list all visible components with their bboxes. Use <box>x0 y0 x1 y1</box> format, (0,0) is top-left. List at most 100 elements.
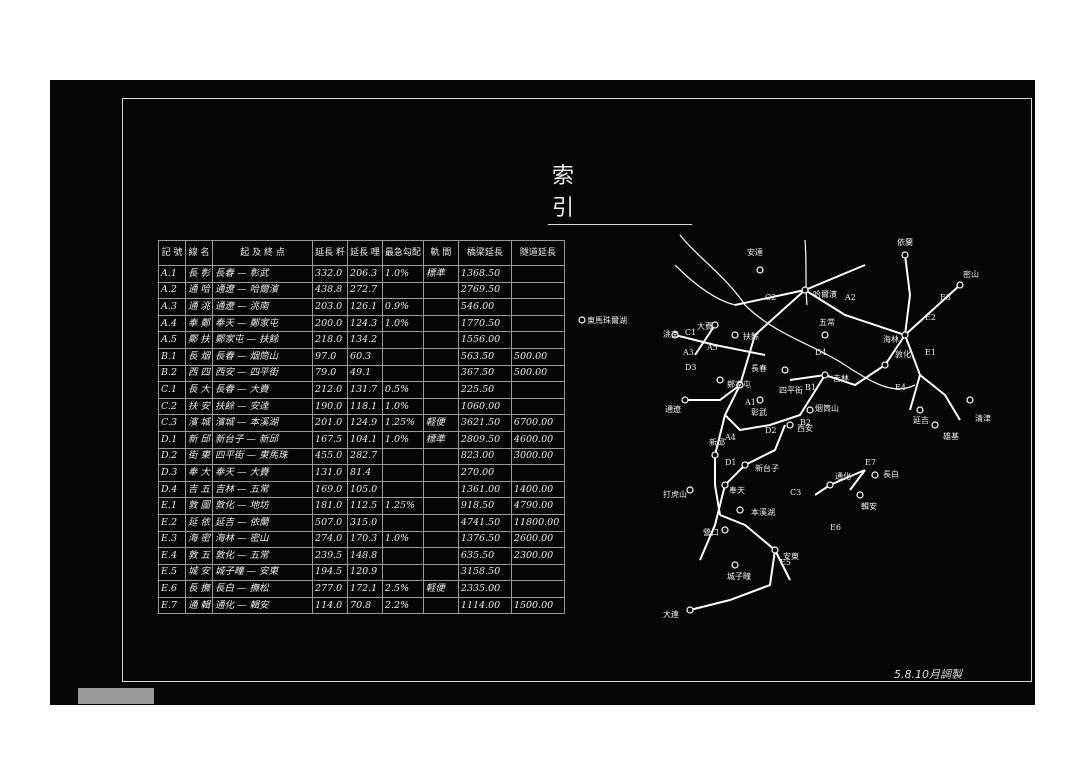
column-header: 軌 間 <box>422 240 459 266</box>
place-label: 扶餘 <box>743 331 759 341</box>
route-code-label: E7 <box>865 458 876 467</box>
table-cell: 扶 安 <box>184 397 214 416</box>
table-cell: 4600.00 <box>510 430 565 449</box>
table-cell <box>381 563 424 582</box>
table-cell: 敦化 — 五常 <box>212 547 314 565</box>
table-cell: 1361.00 <box>457 480 512 499</box>
table-cell: 鄭 扶 <box>184 331 214 349</box>
table-cell: 1400.00 <box>510 480 565 499</box>
route-code-label: D3 <box>685 363 697 372</box>
table-cell <box>422 530 459 549</box>
table-cell: 通 哈 <box>184 281 214 300</box>
route-code-label: C3 <box>790 488 801 497</box>
place-label: 長春 <box>751 363 767 373</box>
table-cell: E.4 <box>158 547 186 565</box>
place-label: 安東 <box>783 551 799 561</box>
table-cell: 6700.00 <box>510 414 565 432</box>
table-cell <box>422 314 459 333</box>
table-cell: 2769.50 <box>457 281 512 300</box>
table-cell: 通 輯 <box>184 596 214 615</box>
table-cell: 0.9% <box>381 298 424 316</box>
table-cell: 124.9 <box>347 414 383 432</box>
place-label: 敦化 <box>895 349 911 359</box>
place-label: 長白 <box>883 469 899 479</box>
table-cell: 70.8 <box>347 596 383 615</box>
table-cell: 延 依 <box>184 513 214 532</box>
table-cell: 奉 鄭 <box>184 314 214 333</box>
table-cell: 奉 大 <box>184 464 214 482</box>
place-label: 西安 <box>797 423 813 433</box>
table-cell <box>422 331 459 349</box>
table-cell: 367.50 <box>457 364 512 383</box>
place-label: 打虎山 <box>663 489 687 499</box>
map-rivers <box>674 234 916 390</box>
map-labels: 東馬珠爾湖安達哈爾濱依蘭密山洮南大賚扶餘五常海林鄭家屯四平街吉林敦化延吉通遼烟筒… <box>587 237 991 619</box>
table-cell: 長春 — 大賚 <box>212 381 314 399</box>
route-code-label: B2 <box>800 418 811 427</box>
route-code-label: B1 <box>805 383 816 392</box>
table-cell <box>510 265 565 283</box>
table-cell: 3000.00 <box>510 447 565 466</box>
place-label: 東馬珠爾湖 <box>587 315 627 325</box>
table-cell: 148.8 <box>347 547 383 565</box>
route-code-label: D1 <box>725 458 737 467</box>
table-cell: 通化 — 輯安 <box>212 596 314 615</box>
table-cell: 206.3 <box>347 265 383 283</box>
table-cell: 79.0 <box>312 364 349 383</box>
table-cell: 1.0% <box>381 430 424 449</box>
table-cell: 四平街 — 東馬珠 <box>212 447 314 466</box>
table-cell: 軽便 <box>422 414 459 432</box>
route-code-label: E5 <box>780 558 791 567</box>
column-header: 橋梁延長 <box>457 240 512 266</box>
table-cell: 167.5 <box>312 430 349 449</box>
scan-artifact <box>78 688 154 704</box>
route-code-label: E1 <box>925 348 936 357</box>
route-code-label: E6 <box>830 523 841 532</box>
table-cell: 延吉 — 依蘭 <box>212 513 314 532</box>
table-cell: 敦 五 <box>184 547 214 565</box>
table-cell: 546.00 <box>457 298 512 316</box>
table-cell: 104.1 <box>347 430 383 449</box>
table-cell: 270.00 <box>457 464 512 482</box>
table-cell: 194.5 <box>312 563 349 582</box>
table-cell: 2.5% <box>381 580 424 598</box>
table-cell: 455.0 <box>312 447 349 466</box>
table-cell: 131.7 <box>347 381 383 399</box>
table-cell <box>422 464 459 482</box>
table-cell <box>381 331 424 349</box>
place-label: 通化 <box>835 471 851 481</box>
table-cell: 124.3 <box>347 314 383 333</box>
table-cell: 225.50 <box>457 381 512 399</box>
table-cell: 1.25% <box>381 414 424 432</box>
column-header: 隧道延長 <box>510 240 565 266</box>
table-cell: 1368.50 <box>457 265 512 283</box>
table-cell: 120.9 <box>347 563 383 582</box>
place-label: 吉林 <box>833 373 849 383</box>
place-label: 奉天 <box>729 485 745 495</box>
table-cell: 西安 — 四平街 <box>212 364 314 383</box>
table-cell: 長 彰 <box>184 265 214 283</box>
table-cell: 1.0% <box>381 397 424 416</box>
table-cell <box>381 464 424 482</box>
table-cell: 239.5 <box>312 547 349 565</box>
table-cell: 277.0 <box>312 580 349 598</box>
table-cell: 吉 五 <box>184 480 214 499</box>
table-cell: A.2 <box>158 281 186 300</box>
table-cell: 敦化 — 地坊 <box>212 497 314 515</box>
map-lines <box>674 254 961 611</box>
table-cell: 0.5% <box>381 381 424 399</box>
table-cell <box>510 563 565 582</box>
place-label: 依蘭 <box>897 237 913 247</box>
place-label: 延吉 <box>913 415 929 425</box>
table-cell: 1.0% <box>381 265 424 283</box>
